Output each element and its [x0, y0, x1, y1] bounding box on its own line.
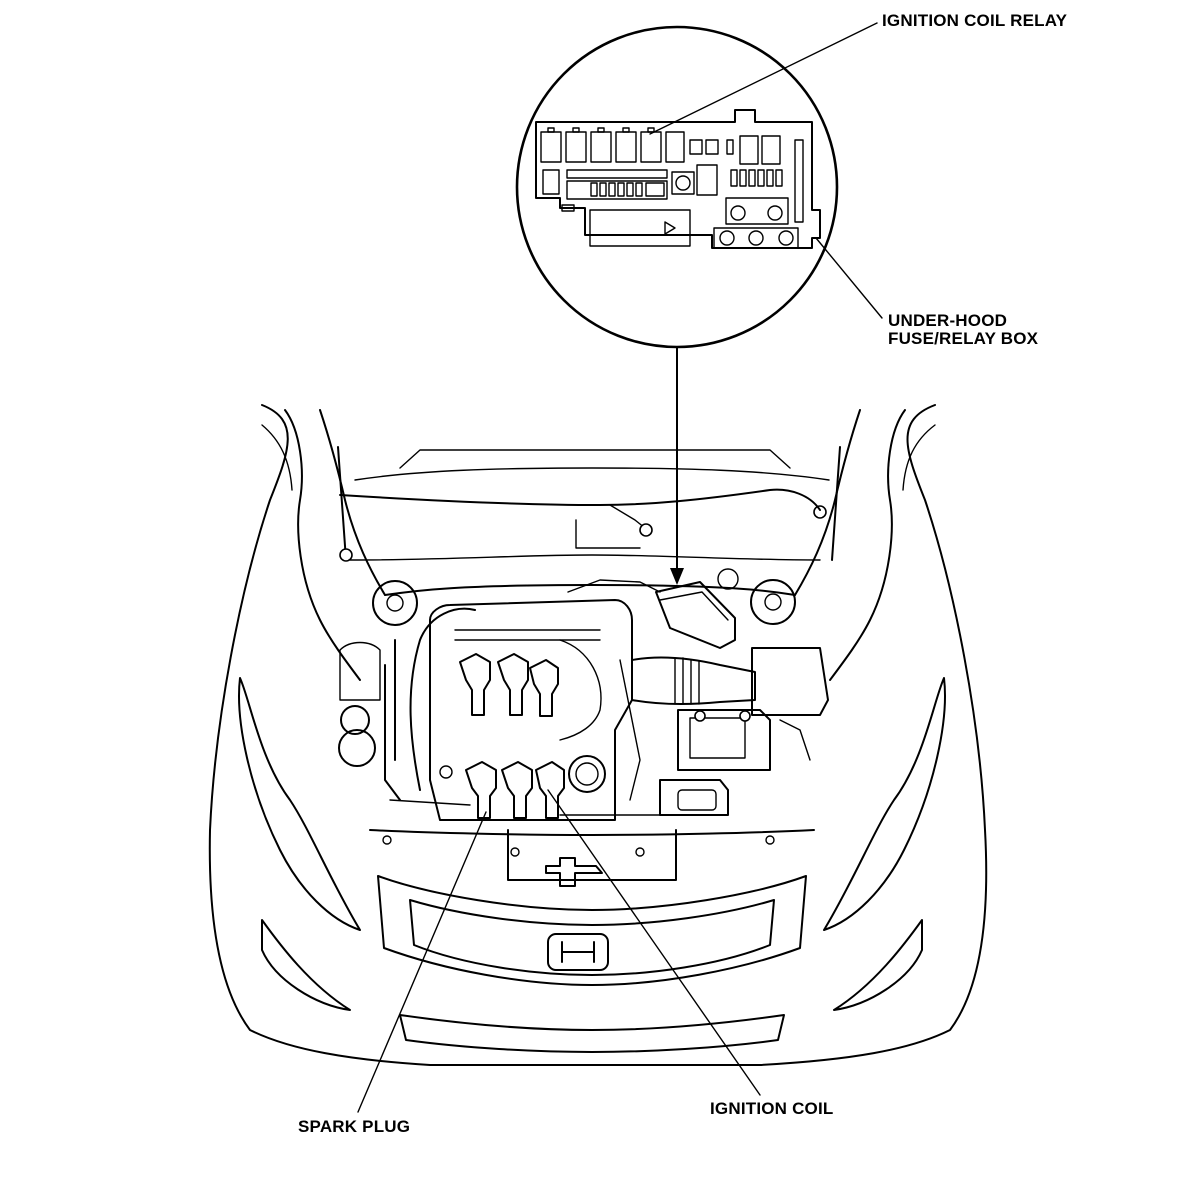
under-hood-fuse-relay-box-label: UNDER-HOOD FUSE/RELAY BOX — [888, 312, 1038, 348]
ignition-coil-relay-leader — [649, 22, 878, 135]
fuse-relay-box-outline — [535, 109, 821, 249]
fuse-box-label-line1: UNDER-HOOD — [888, 311, 1008, 330]
ignition-coil-relay-slot — [640, 131, 662, 163]
intake-tube — [631, 656, 756, 706]
relay-row-top — [540, 127, 685, 163]
fuse-bank-right — [730, 169, 783, 187]
car-body — [208, 404, 988, 1066]
lower-intake — [399, 1014, 785, 1053]
leader-lines — [357, 22, 883, 1113]
spark-plug-leader — [357, 811, 487, 1113]
headlight-right — [823, 677, 946, 931]
front-ignition-coils — [465, 761, 565, 819]
fuse-box-label-line2: FUSE/RELAY BOX — [888, 329, 1039, 348]
ignition-coil-label: IGNITION COIL — [710, 1099, 834, 1118]
honda-emblem — [547, 933, 609, 971]
raised-hood — [319, 409, 861, 596]
air-filter-box — [751, 647, 829, 716]
bay-fuse-box — [655, 581, 736, 649]
grille-outer — [377, 875, 807, 986]
headlight-left — [238, 677, 361, 931]
detail-pointer-arrowhead — [670, 568, 684, 585]
engine-block — [429, 599, 633, 821]
fuse-box-leader — [815, 237, 883, 319]
ignition-coil-leader — [547, 789, 761, 1096]
battery — [677, 709, 771, 771]
magnifier-detail — [515, 25, 839, 585]
grille-inner — [409, 899, 775, 976]
ignition-coil-relay-label: IGNITION COIL RELAY — [882, 11, 1068, 30]
body-outline — [208, 404, 988, 1066]
engine — [338, 568, 829, 821]
spark-plug-label: SPARK PLUG — [298, 1117, 411, 1136]
mini-fuse-row — [590, 182, 665, 197]
rear-ignition-coils — [459, 653, 559, 717]
